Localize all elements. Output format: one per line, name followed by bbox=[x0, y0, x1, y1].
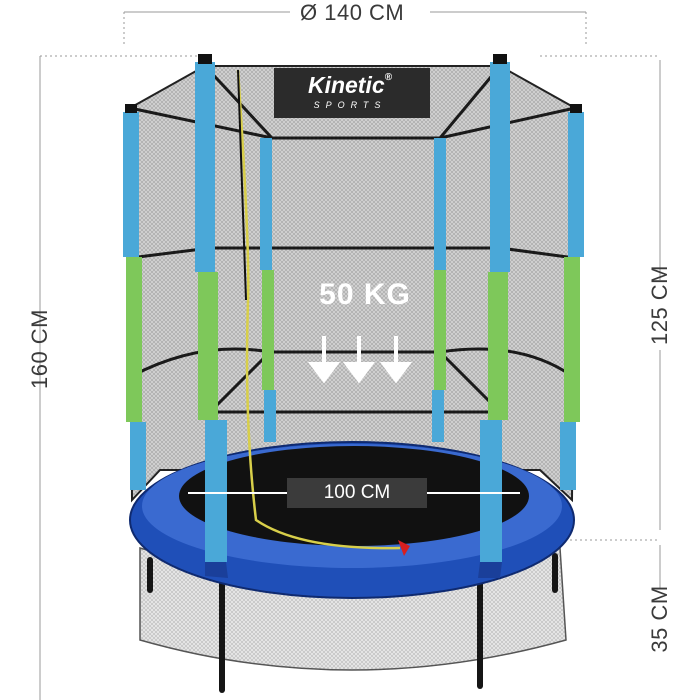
enclosure-poles bbox=[123, 54, 584, 562]
brand-name-text: Kinetic bbox=[307, 72, 385, 98]
load-arrows bbox=[308, 336, 412, 384]
leg-height-dimension: 35 CM bbox=[647, 585, 672, 653]
total-height-dimension: 160 CM bbox=[27, 308, 52, 390]
zip-cord bbox=[236, 69, 401, 550]
dimension-lines bbox=[39, 11, 661, 700]
legs bbox=[147, 553, 558, 693]
brand-logo: Kinetic® SPORTS bbox=[276, 70, 428, 116]
net-height-dimension: 125 CM bbox=[647, 264, 672, 346]
max-load-label: 50 KG bbox=[319, 278, 411, 311]
brand-subtitle: SPORTS bbox=[313, 100, 387, 110]
mat-diameter-badge: 100 CM bbox=[287, 478, 427, 508]
width-dimension: Ø 140 CM bbox=[300, 0, 405, 25]
brand-name: Kinetic® bbox=[276, 72, 424, 99]
registered-mark: ® bbox=[384, 72, 393, 83]
brand-panel bbox=[274, 68, 430, 118]
